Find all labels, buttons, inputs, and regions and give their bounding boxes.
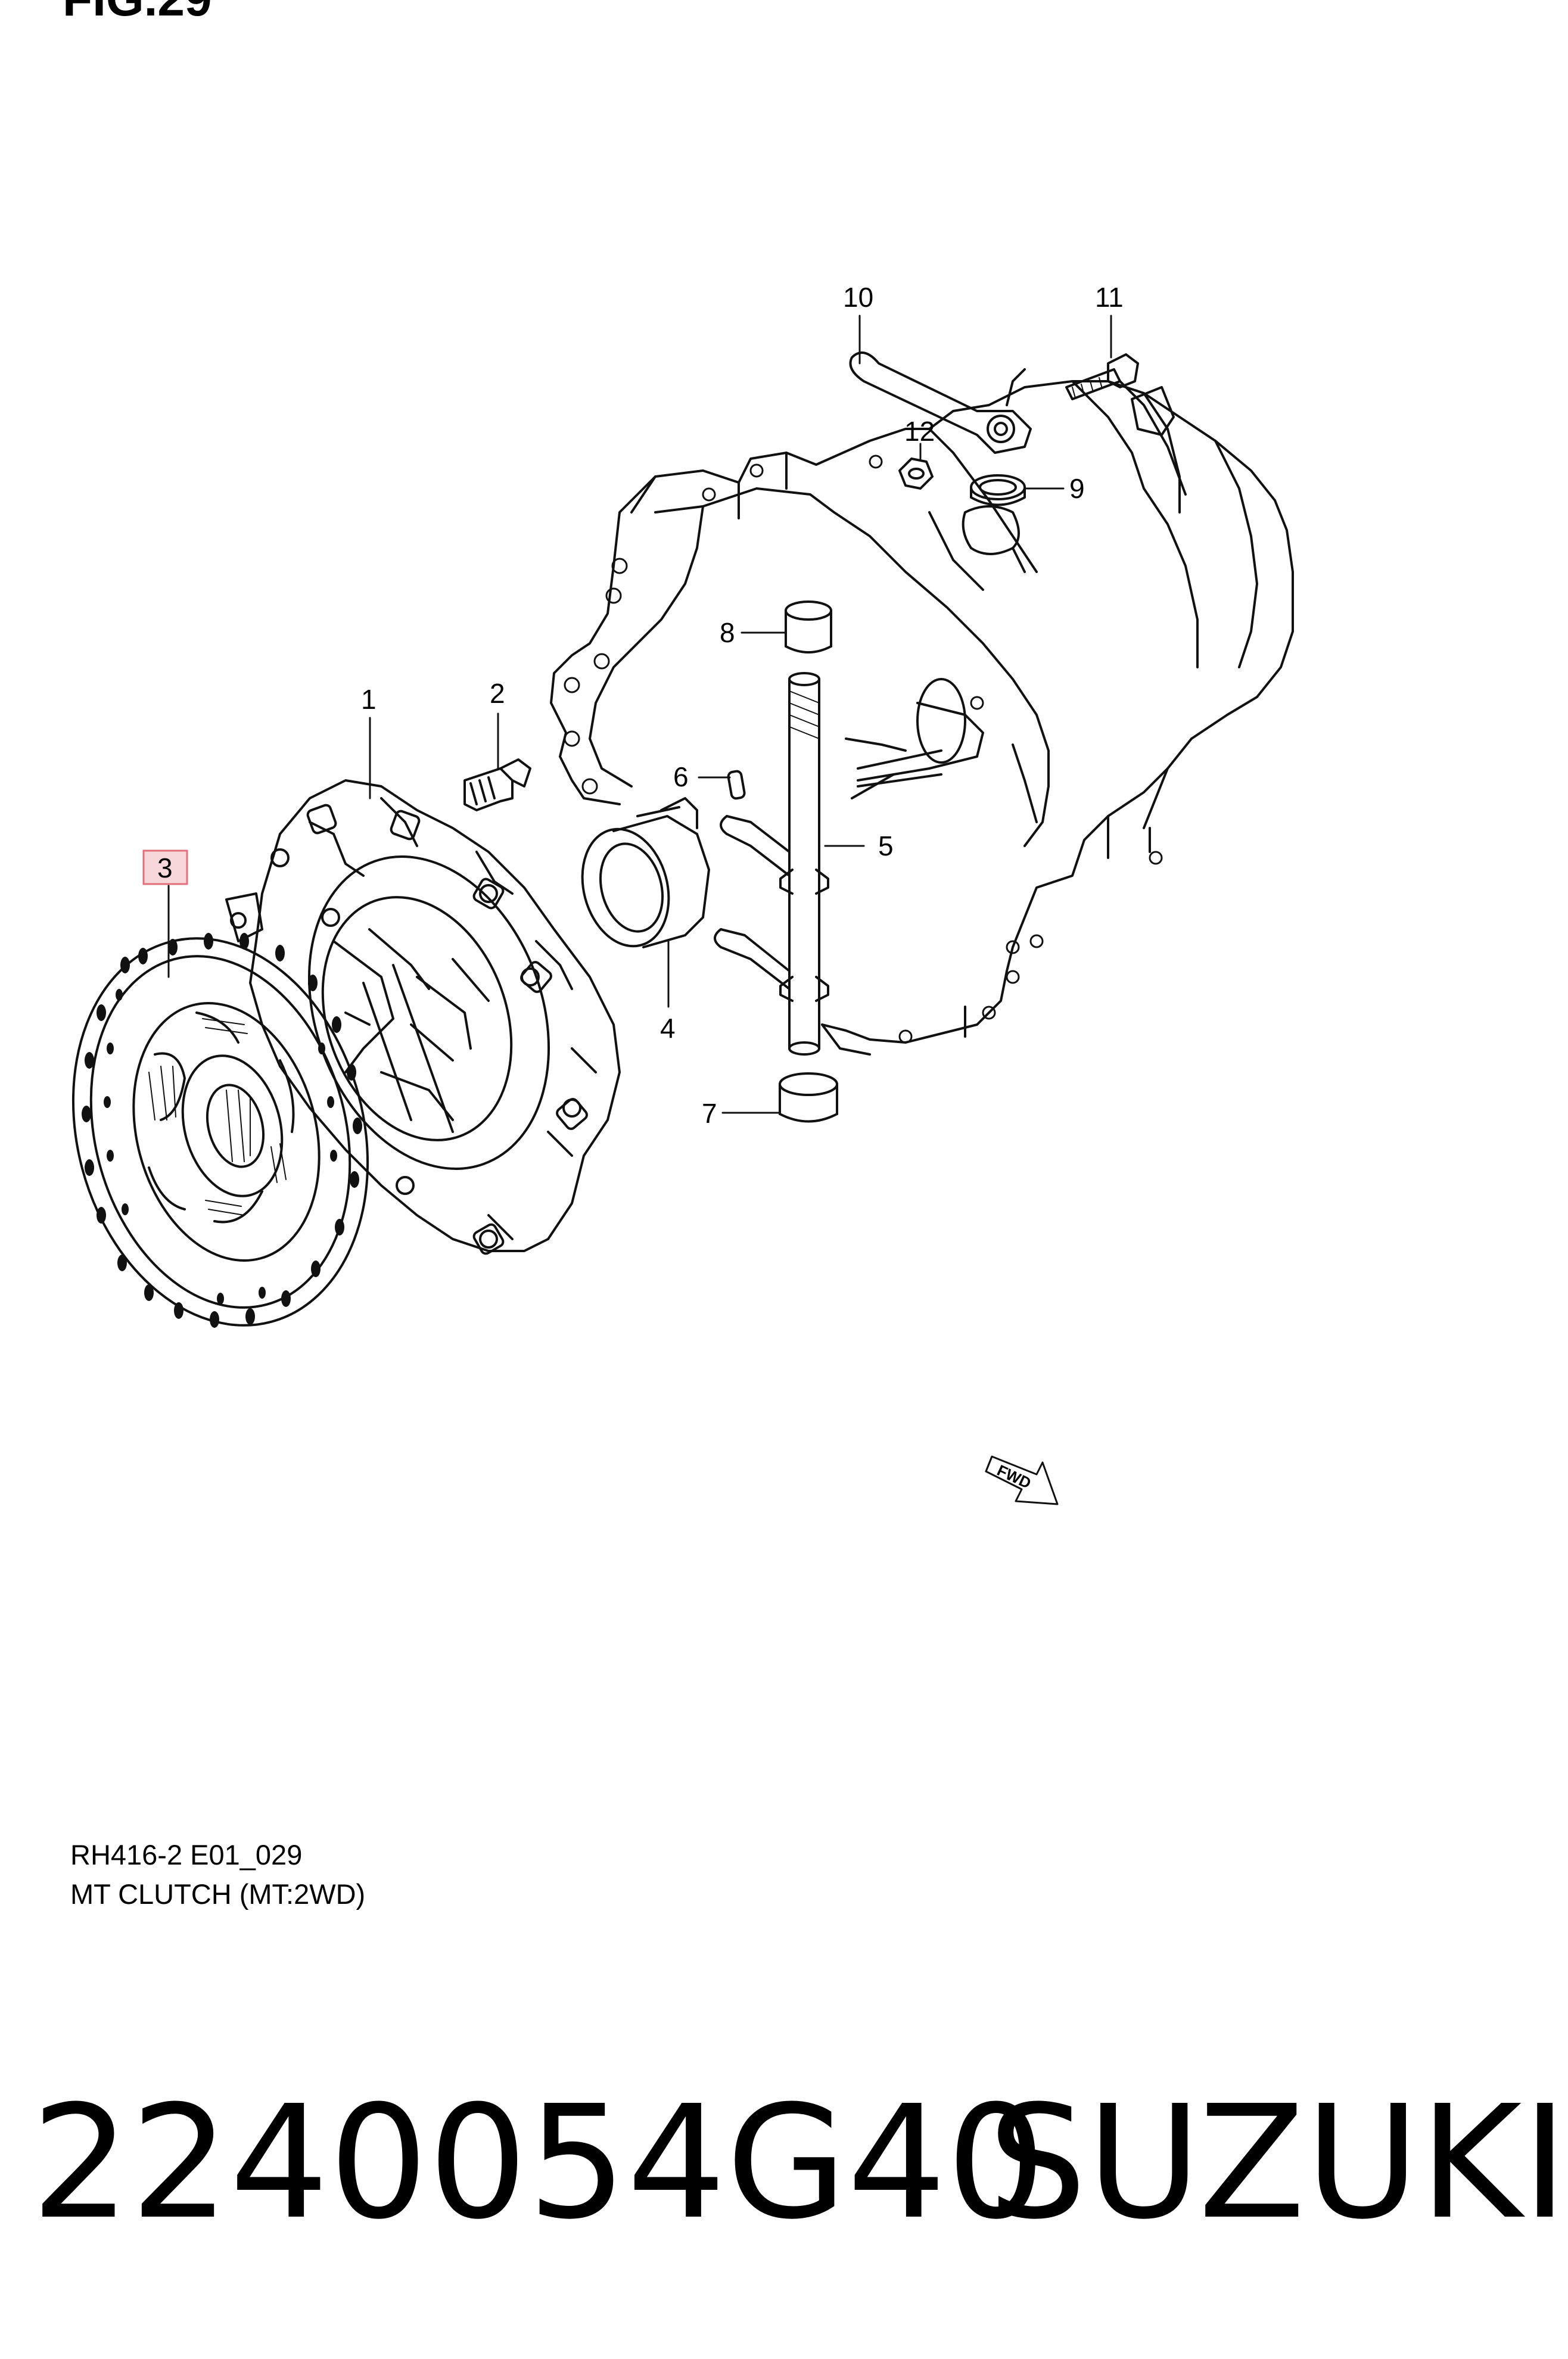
transmission-housing [550,380,1294,1056]
bolt-part-11 [1065,353,1139,400]
part-info-band [0,1966,1519,2359]
diagram-name: MT CLUTCH (MT:2WD) [70,1878,366,1910]
callout-3[interactable]: 3 [157,852,173,883]
bolt-part-2 [463,758,531,811]
callout-9[interactable]: 9 [1069,473,1085,504]
release-arm-part-10 [849,351,1032,454]
callout-3-highlight [142,849,188,885]
clutch-cover-part-1 [225,779,621,1255]
callout-4[interactable]: 4 [660,1013,676,1044]
fwd-arrow-icon [985,1455,1059,1505]
diagram-code: RH416-2 E01_029 [70,1839,303,1871]
callout-labels: 1 2 3 4 5 6 7 8 9 10 11 12 FWD [142,282,1124,1492]
callout-11[interactable]: 11 [1095,282,1124,313]
disc-facing-rivets [82,933,362,1328]
callout-10[interactable]: 10 [843,282,873,313]
figure-label: FIG.29 [63,0,212,27]
callout-6[interactable]: 6 [673,761,689,792]
nut-part-12 [898,458,934,490]
release-shaft-part-5 [714,672,829,1056]
part-number: 2240054G40 [31,2072,1046,2254]
exploded-diagram: 1 2 3 4 5 6 7 8 9 10 11 12 FWD [71,282,1294,1505]
seal-part-9 [970,474,1026,506]
leader-lines [167,315,1112,1114]
brand-name: SUZUKI [988,2072,1568,2254]
clutch-disc-part-3 [71,937,369,1327]
release-bearing-part-4 [581,797,710,948]
housing-bolt-holes [564,455,1163,1044]
bushing-part-8 [785,600,832,653]
callout-8[interactable]: 8 [720,617,735,648]
pin-part-6 [727,770,746,800]
callout-1[interactable]: 1 [361,684,377,715]
callout-7[interactable]: 7 [702,1098,717,1129]
callout-2[interactable]: 2 [490,678,505,709]
bushing-part-7 [779,1072,838,1123]
callout-12[interactable]: 12 [904,416,935,447]
callout-5[interactable]: 5 [878,830,894,861]
